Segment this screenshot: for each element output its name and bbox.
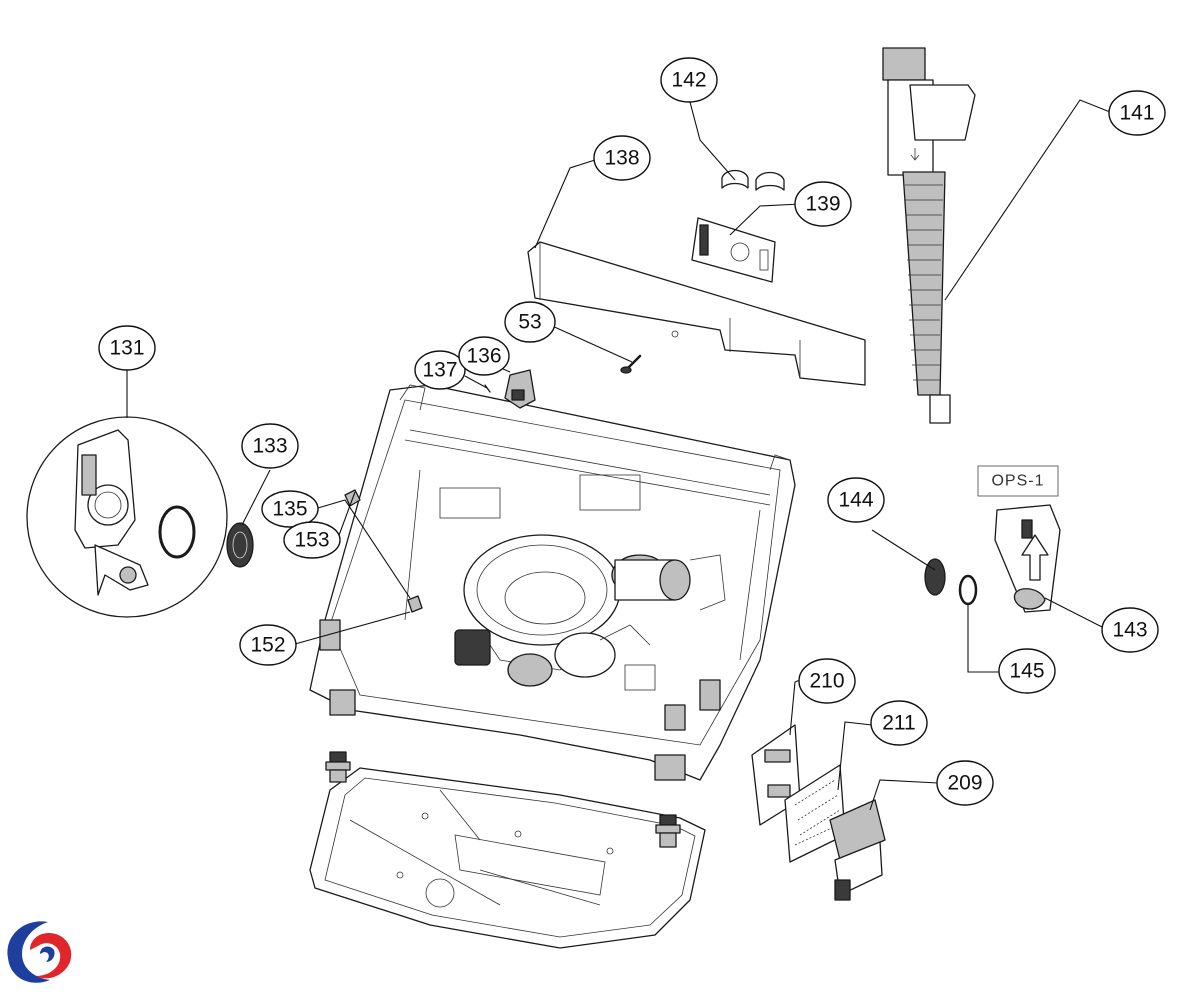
svg-text:210: 210 [809,670,844,693]
svg-text:211: 211 [882,712,915,735]
svg-text:53: 53 [518,311,541,334]
foot-left [325,751,351,783]
svg-text:133: 133 [252,435,287,458]
inlet-hose-141 [882,47,976,424]
svg-text:145: 145 [1009,660,1044,683]
svg-text:142: 142 [671,69,706,92]
plate-139 [691,217,776,283]
top-cover-138 [527,241,866,386]
module-209 [829,799,886,901]
svg-text:209: 209 [947,772,982,795]
screw-53 [620,354,642,374]
brand-logo [7,921,72,983]
foot-right [655,814,681,848]
drain-pump [454,624,651,687]
callouts: 131 133 135 153 152 137 136 53 [98,57,1166,806]
screw-137 [484,384,491,393]
svg-text:143: 143 [1112,619,1147,642]
filter-disk-144 [924,558,946,596]
callout-136: 136 [458,336,510,376]
clip-152 [407,595,423,613]
callout-144: 144 [827,477,885,523]
part-tag-label: OPS-1 [991,473,1044,490]
ring-145 [958,574,978,606]
callout-135: 135 [261,490,319,528]
svg-text:138: 138 [604,147,639,170]
callout-209: 209 [936,760,994,806]
clamp-142 [721,169,785,191]
bracket-136 [504,369,536,409]
svg-text:153: 153 [294,529,329,552]
callout-137: 137 [414,350,466,390]
callout-141: 141 [1108,90,1166,136]
callout-139: 139 [794,181,852,227]
callout-210: 210 [798,658,856,704]
circulation-pump [611,554,726,611]
svg-text:144: 144 [838,489,873,512]
callout-142: 142 [660,57,718,103]
callout-138: 138 [593,135,651,181]
callout-145: 145 [998,648,1056,694]
svg-text:141: 141 [1119,102,1154,125]
part-143: OPS-1 [977,465,1061,613]
callout-153: 153 [283,521,341,559]
svg-text:152: 152 [250,634,285,657]
svg-text:136: 136 [466,345,501,368]
svg-text:131: 131 [109,337,144,360]
svg-text:135: 135 [272,498,307,521]
callout-152: 152 [239,624,297,666]
svg-text:137: 137 [422,359,457,382]
base-pan [309,751,706,949]
callout-53: 53 [504,301,556,343]
base-frame [309,384,796,781]
callout-133: 133 [241,423,299,469]
callout-143: 143 [1101,607,1159,653]
callout-131: 131 [98,325,156,371]
callout-211: 211 [870,700,928,746]
filter-disk-133 [226,522,254,568]
inset-detail-131 [26,416,228,618]
svg-text:139: 139 [805,193,840,216]
